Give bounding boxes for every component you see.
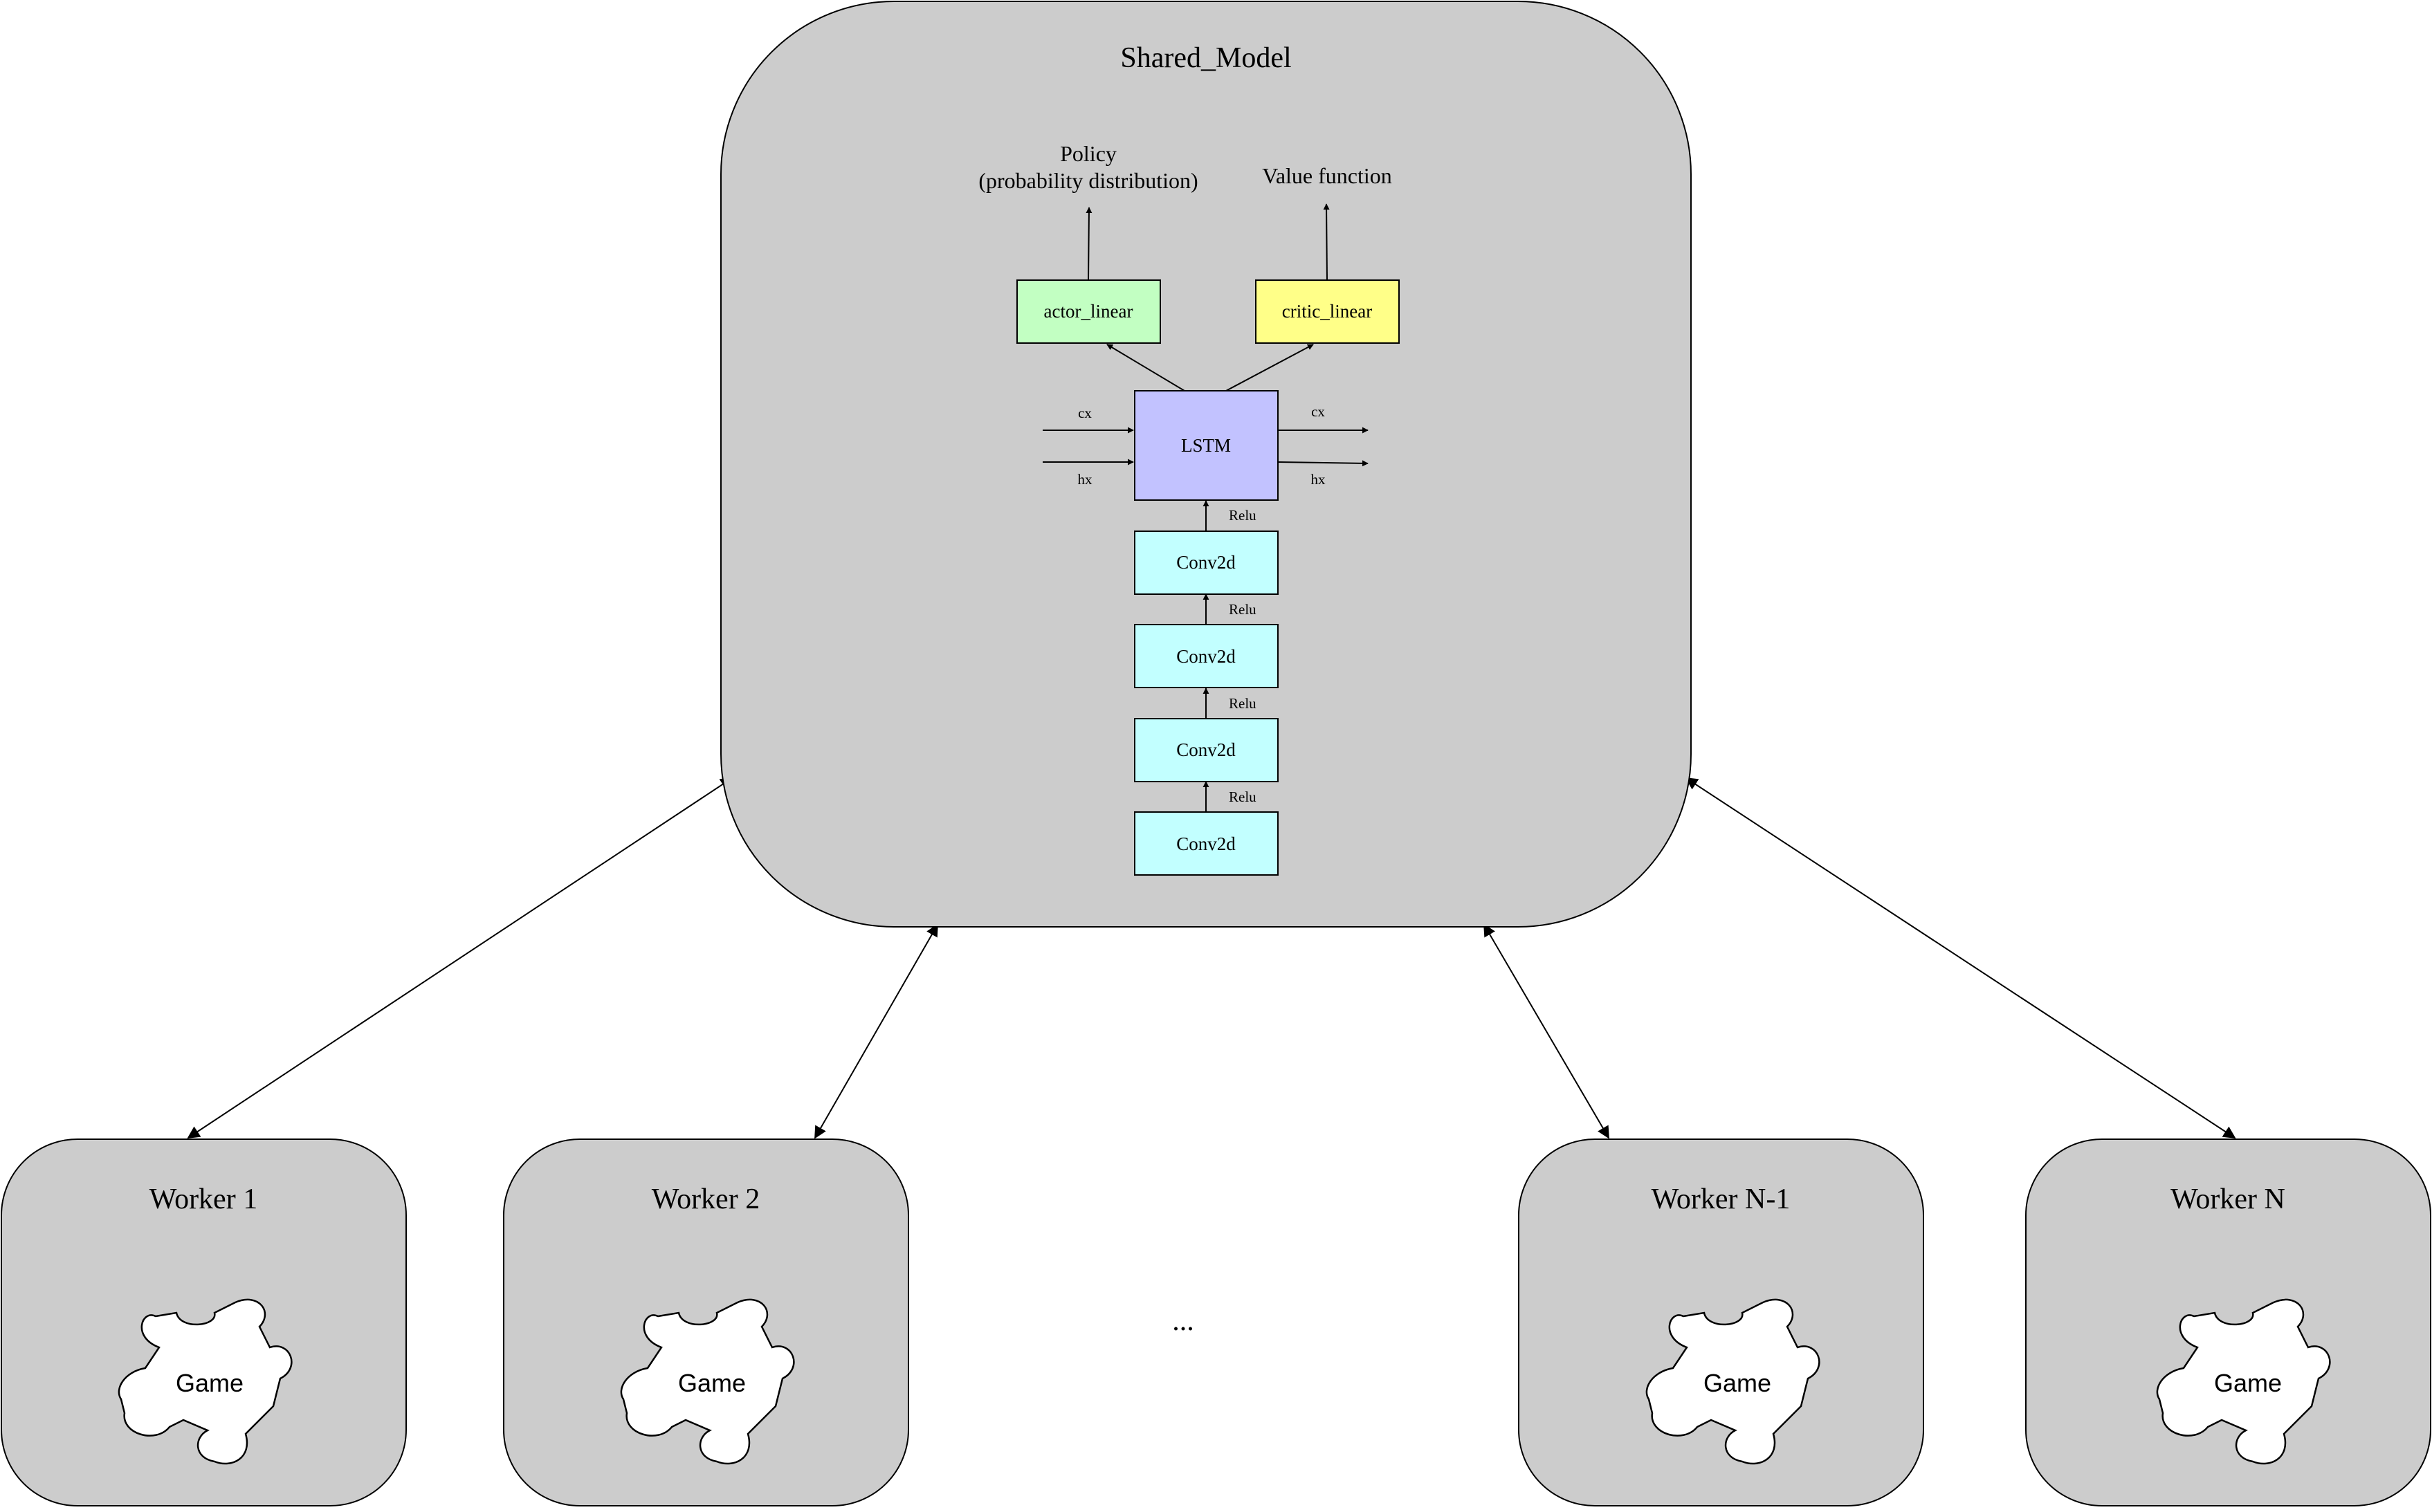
relu-label-1: Relu: [1229, 507, 1256, 524]
worker-2-container: [503, 1138, 909, 1506]
shared-model-title: Shared_Model: [1120, 42, 1291, 74]
edge-lstm-to-actor: [1106, 344, 1185, 391]
worker-2: Worker 2 Game: [503, 1138, 909, 1506]
hx-out-label: hx: [1311, 471, 1326, 488]
worker-1: Worker 1 Game: [1, 1138, 407, 1506]
policy-label-line1: Policy: [1060, 141, 1117, 166]
edge-critic-to-value: [1323, 203, 1330, 281]
cx-out-label: cx: [1311, 403, 1325, 420]
worker-n-game-label: Game: [2214, 1369, 2282, 1397]
lstm-label: LSTM: [1181, 435, 1231, 456]
conv2d-label-2: Conv2d: [1176, 646, 1236, 667]
worker-1-container: [1, 1138, 407, 1506]
relu-label-2: Relu: [1229, 601, 1256, 618]
connections: [187, 777, 2236, 1139]
cx-in-label: cx: [1078, 405, 1092, 421]
actor-linear-label: actor_linear: [1044, 301, 1133, 322]
conv2d-node-1: Conv2d: [1134, 531, 1279, 595]
model-edges: [1043, 203, 1369, 812]
conv2d-box-2: [1134, 624, 1279, 688]
conv2d-box-1: [1134, 531, 1279, 595]
lstm-node: LSTM: [1134, 390, 1279, 501]
link-worker-2: [814, 923, 938, 1139]
conv2d-node-3: Conv2d: [1134, 718, 1279, 782]
conv2d-label-1: Conv2d: [1176, 552, 1236, 573]
conv2d-label-3: Conv2d: [1176, 739, 1236, 760]
edge-actor-to-policy: [1086, 207, 1092, 281]
worker-n-1: Worker N-1 Game: [1518, 1138, 1924, 1506]
link-worker-n: [1685, 777, 2236, 1138]
relu-label-3: Relu: [1229, 695, 1256, 712]
link-worker-1: [187, 777, 733, 1138]
edge-lstm-to-critic: [1225, 344, 1314, 391]
conv2d-box-3: [1134, 718, 1279, 782]
value-function-label: Value function: [1262, 163, 1392, 188]
actor-linear-box: [1016, 279, 1161, 344]
edge-hx-out: [1277, 460, 1369, 467]
worker-n-1-title: Worker N-1: [1652, 1183, 1791, 1215]
policy-label-line2: (probability distribution): [978, 168, 1198, 193]
worker-2-title: Worker 2: [652, 1183, 760, 1215]
worker-n-title: Worker N: [2170, 1183, 2285, 1215]
workers-ellipsis: ...: [1172, 1305, 1194, 1337]
critic-linear-node: critic_linear: [1255, 279, 1400, 344]
critic-linear-label: critic_linear: [1282, 301, 1372, 322]
shared-model: Shared_Model Policy (probability distrib…: [720, 1, 1692, 928]
conv2d-box-4: [1134, 811, 1279, 876]
worker-n-1-game-label: Game: [1703, 1369, 1771, 1397]
worker-n-1-container: [1518, 1138, 1924, 1506]
actor-linear-node: actor_linear: [1016, 279, 1161, 344]
worker-n: Worker N Game: [2025, 1138, 2431, 1506]
conv2d-label-4: Conv2d: [1176, 833, 1236, 854]
hx-in-label: hx: [1078, 471, 1093, 488]
link-worker-n-1: [1483, 923, 1609, 1139]
conv2d-node-4: Conv2d: [1134, 811, 1279, 876]
critic-linear-box: [1255, 279, 1400, 344]
lstm-box: [1134, 390, 1279, 501]
worker-1-game-label: Game: [176, 1369, 244, 1397]
worker-n-container: [2025, 1138, 2431, 1506]
conv2d-node-2: Conv2d: [1134, 624, 1279, 688]
relu-label-4: Relu: [1229, 789, 1256, 805]
worker-2-game-label: Game: [678, 1369, 746, 1397]
worker-1-title: Worker 1: [149, 1183, 257, 1215]
